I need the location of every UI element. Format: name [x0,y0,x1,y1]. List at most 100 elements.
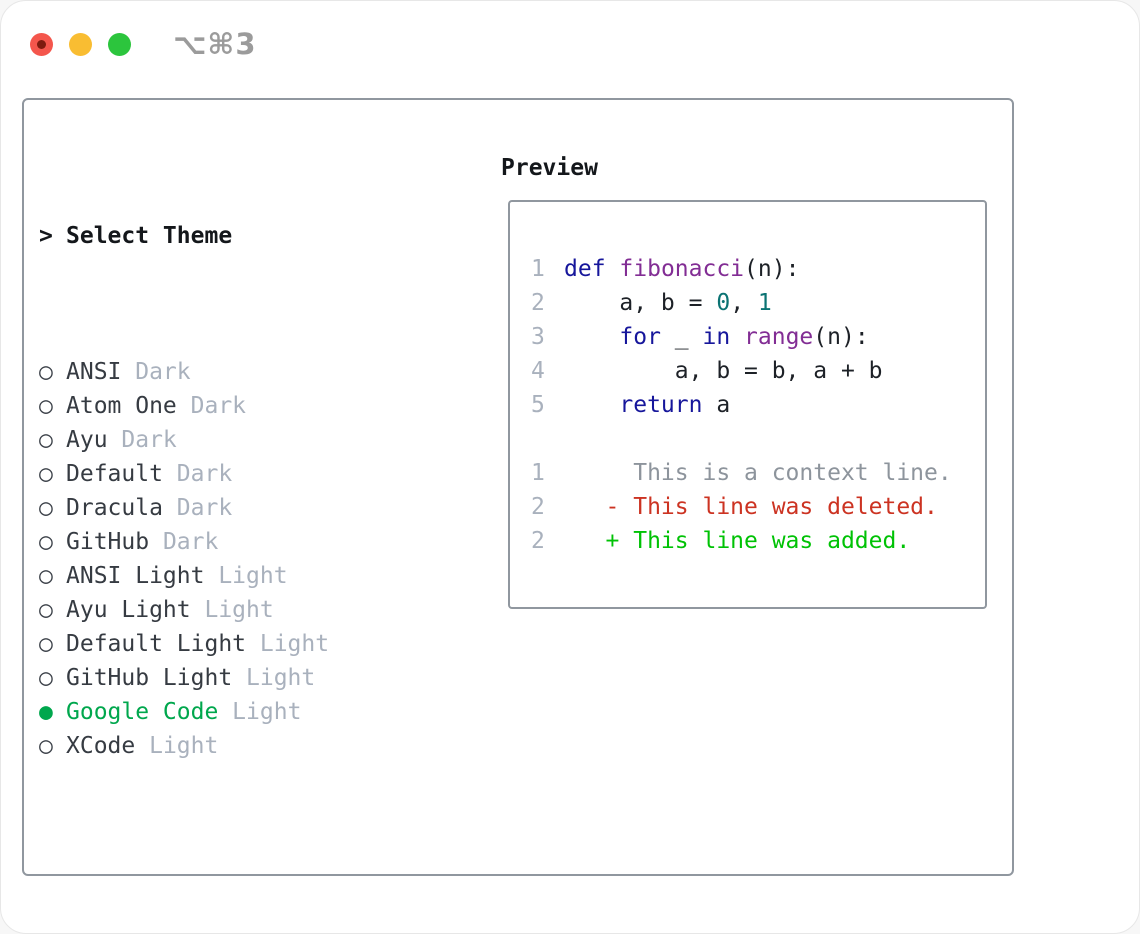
radio-icon: ○ [39,461,53,487]
radio-icon: ○ [39,529,53,555]
radio-icon: ○ [39,665,53,691]
code-token: return [619,392,703,418]
line-number: 1 [531,460,545,486]
select-theme-header: > Select Theme [39,219,469,253]
theme-option-atom-one[interactable]: ○ Atom One Dark [39,389,469,423]
minimize-button[interactable] [69,32,92,56]
code-token [564,392,619,418]
radio-icon: ○ [39,495,53,521]
theme-name: Ayu [66,427,108,453]
cursor-icon: > [39,223,53,249]
radio-selected-icon: ● [39,699,53,725]
theme-name: Dracula [66,495,163,521]
theme-list: ○ ANSI Dark ○ Atom One Dark ○ Ayu Dark ○ Defaul… [39,355,469,763]
code-line: 1 This is a context line. [531,456,952,490]
line-number: 2 [531,494,545,520]
code-token [564,324,619,350]
code-token: _ [660,324,703,350]
code-token: 0 [716,290,731,316]
theme-variant: Dark [121,359,191,385]
theme-name: Ayu Light [66,597,191,623]
radio-icon: ○ [39,359,53,385]
code-token: def [564,256,606,282]
window-title: ⌥⌘3 [173,27,257,61]
theme-variant: Dark [107,427,177,453]
theme-name: GitHub Light [66,665,233,691]
theme-variant: Light [232,665,316,691]
code-token: , [730,290,758,316]
code-token: a, b = b, a + b [564,358,883,384]
code-token: 1 [757,290,772,316]
theme-option-github-light[interactable]: ○ GitHub Light Light [39,661,469,695]
code-token: (n): [744,256,800,282]
code-token [606,256,620,282]
code-token: range [744,324,814,350]
code-token: in [702,324,731,350]
radio-icon: ○ [39,631,53,657]
theme-option-default[interactable]: ○ Default Dark [39,457,469,491]
theme-variant: Dark [149,529,219,555]
code-line: 2 a, b = 0, 1 [531,286,952,320]
theme-name: ANSI [66,359,122,385]
code-token: This is a context line. [564,460,952,486]
left-column: > Select Theme ○ ANSI Dark ○ Atom One Dark ○ A… [39,151,469,933]
code-line: 5 return a [531,388,952,422]
theme-option-xcode[interactable]: ○XCode Light [39,729,469,763]
code-token: - This line was deleted. [564,494,938,520]
code-token: fibonacci [619,256,745,282]
preview-header: Preview [501,155,598,181]
code-token [730,324,744,350]
theme-option-ayu[interactable]: ○ Ayu Dark [39,423,469,457]
radio-icon: ○ [39,427,53,453]
theme-option-ansi[interactable]: ○ ANSI Dark [39,355,469,389]
theme-variant: Light [135,733,219,759]
theme-option-ayu-light[interactable]: ○ Ayu Light Light [39,593,469,627]
theme-variant: Light [218,699,302,725]
theme-variant: Light [204,563,288,589]
line-number: 5 [531,392,545,418]
theme-name: Google Code [66,699,219,725]
line-number: 2 [531,528,545,554]
theme-option-github[interactable]: ○ GitHub Dark [39,525,469,559]
select-theme-header-label: Select Theme [66,223,233,249]
titlebar: ⌥⌘3 [30,27,257,61]
theme-name: Default Light [66,631,247,657]
line-number: 4 [531,358,545,384]
code-line: 3 for _ in range(n): [531,320,952,354]
theme-name: GitHub [66,529,150,555]
theme-variant: Light [190,597,274,623]
code-token: (n): [813,324,869,350]
code-line: 2 + This line was added. [531,524,952,558]
radio-icon: ○ [39,597,53,623]
close-button[interactable] [30,32,53,56]
spacer [39,865,469,899]
zoom-button[interactable] [108,32,131,56]
radio-icon: ○ [39,393,53,419]
theme-selector-panel: > Select Theme ○ ANSI Dark ○ Atom One Dark ○ A… [22,98,1014,876]
theme-name: ANSI Light [66,563,205,589]
theme-option-google-code[interactable]: ● Google Code Light [39,695,469,729]
theme-variant: Dark [162,461,233,487]
code-blank-line [531,422,952,456]
radio-icon: ○ [39,733,53,759]
theme-option-ansi-light[interactable]: ○ ANSI Light Light [39,559,469,593]
line-number: 1 [531,256,545,282]
code-line: 2 - This line was deleted. [531,490,952,524]
theme-variant: Dark [162,495,233,521]
theme-option-dracula[interactable]: ○ Dracula Dark [39,491,469,525]
code-token: for [619,324,661,350]
code-token: a [702,392,731,418]
code-token: + This line was added. [564,528,911,554]
code-line: 1 def fibonacci(n): [531,252,952,286]
theme-option-default-light[interactable]: ○ Default Light Light [39,627,469,661]
theme-variant: Light [246,631,330,657]
theme-name: Default [66,461,163,487]
line-number: 2 [531,290,545,316]
theme-name: Atom One [66,393,177,419]
code-line: 4 a, b = b, a + b [531,354,952,388]
theme-variant: Dark [176,393,247,419]
radio-icon: ○ [39,563,53,589]
